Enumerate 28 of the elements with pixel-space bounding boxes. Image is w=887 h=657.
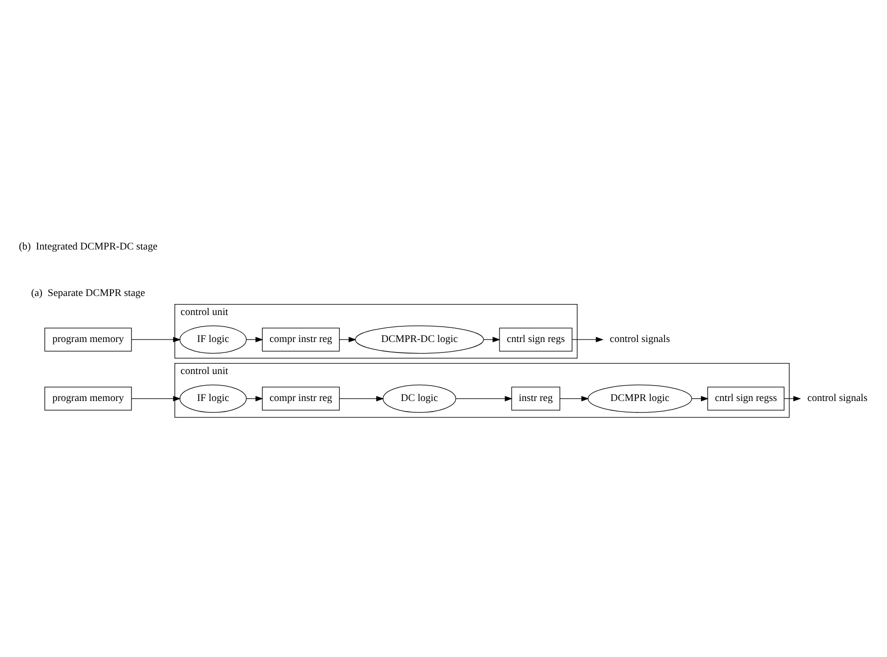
arrow	[691, 395, 709, 401]
label: (a) Separate DCMPR stage	[31, 287, 146, 298]
arrow	[456, 395, 513, 401]
arrow	[483, 336, 500, 342]
arrow	[339, 336, 356, 342]
arrow	[784, 395, 802, 401]
node-box: compr instr reg	[262, 327, 340, 351]
node-ellipse: IF logic	[180, 325, 247, 354]
node-ellipse: DCMPR-DC logic	[354, 325, 484, 354]
node-box: cntrl sign regs	[499, 327, 572, 351]
arrow	[246, 336, 264, 342]
arrow	[339, 395, 384, 401]
arrow	[131, 395, 181, 401]
node-box: program memory	[44, 386, 132, 410]
node-ellipse: IF logic	[180, 384, 247, 412]
arrow	[131, 336, 181, 342]
node-box: compr instr reg	[262, 386, 340, 410]
arrow	[560, 395, 590, 401]
arrow	[572, 336, 604, 342]
node-text: control signals	[610, 334, 670, 345]
arrow	[246, 395, 264, 401]
node-ellipse: DC logic	[382, 384, 456, 412]
label: (b) Integrated DCMPR-DC stage	[18, 241, 158, 252]
node-box: cntrl sign regss	[707, 386, 784, 410]
node-text: control signals	[807, 392, 868, 404]
node-box: program memory	[44, 327, 132, 351]
node-box: instr reg	[511, 386, 560, 410]
node-ellipse: DCMPR logic	[588, 384, 692, 412]
